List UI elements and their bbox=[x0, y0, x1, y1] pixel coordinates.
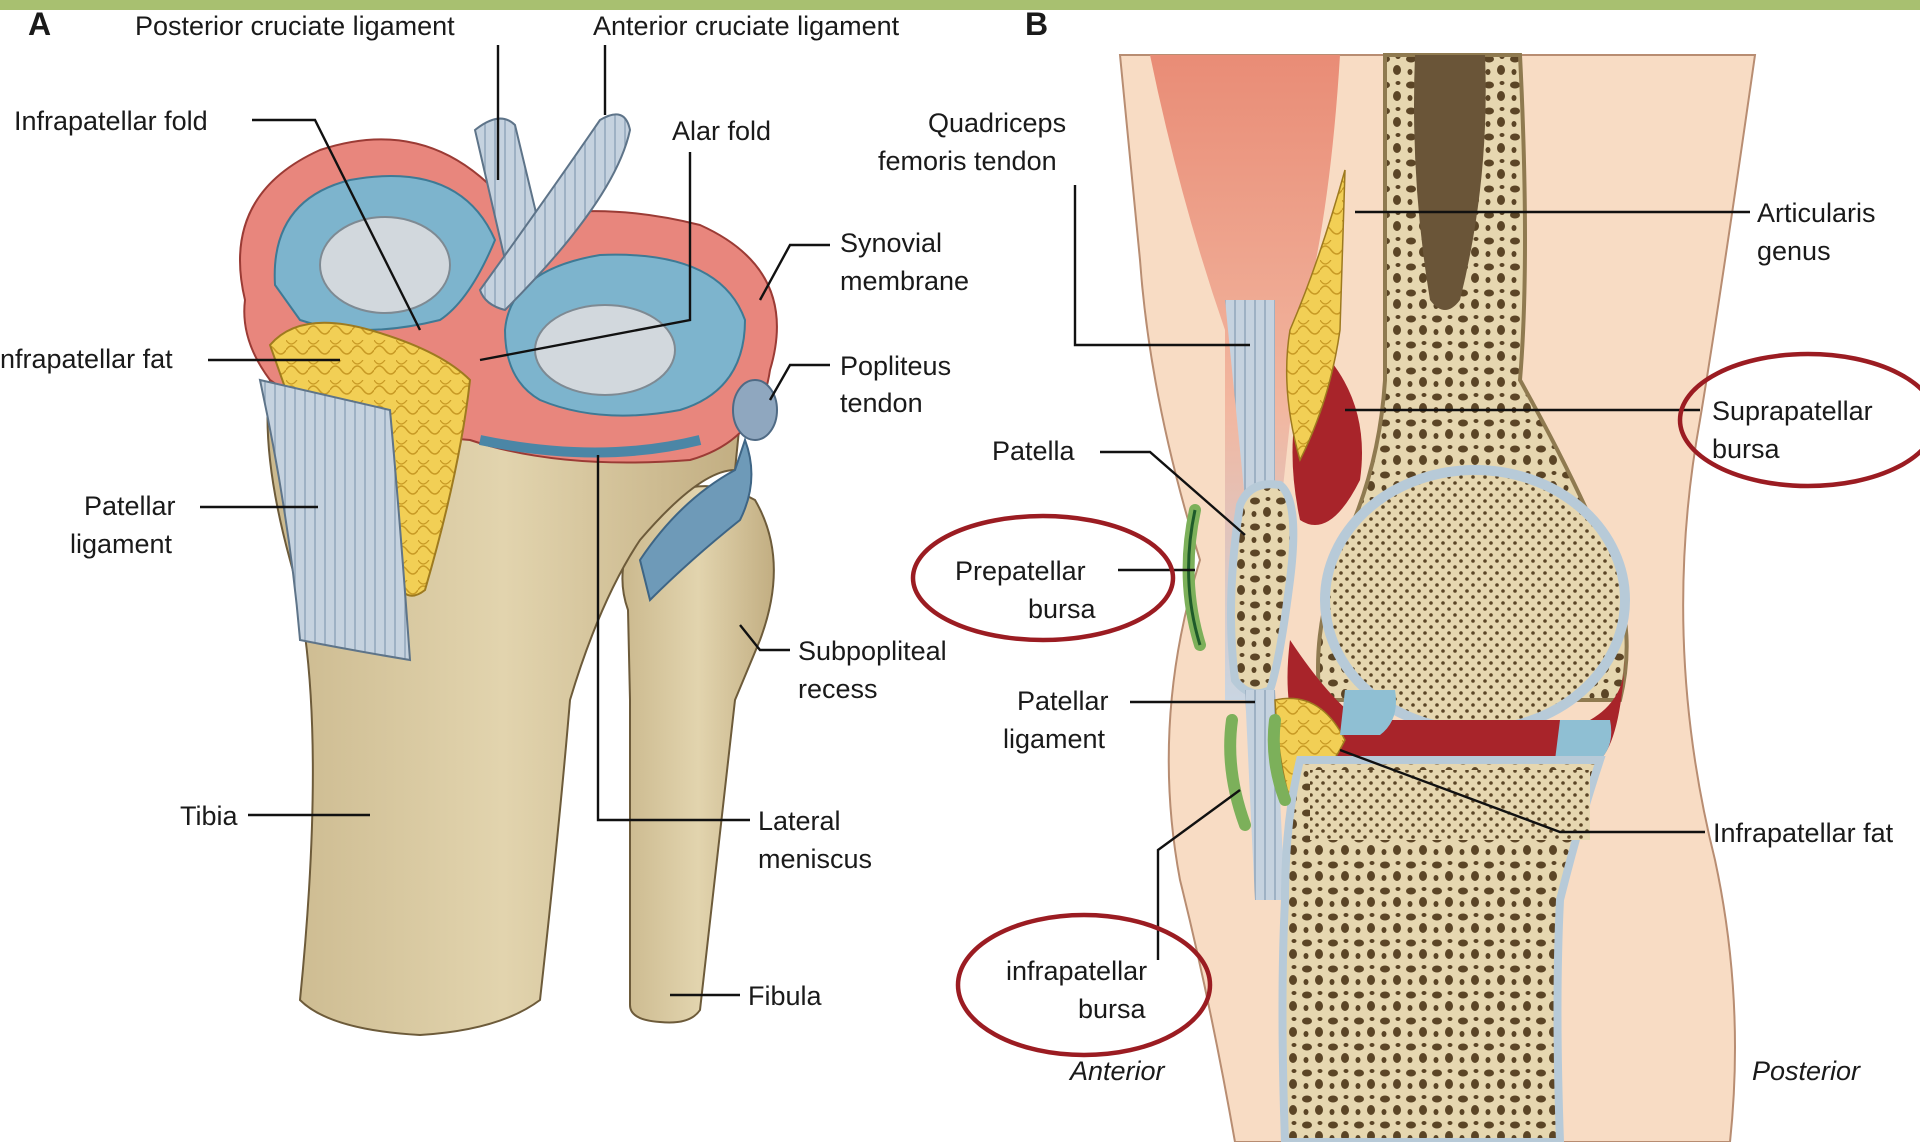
label-prepatellar-2: bursa bbox=[1028, 594, 1097, 624]
label-quadriceps-1: Quadriceps bbox=[928, 108, 1066, 138]
label-synovial-membrane-1: Synovial bbox=[840, 228, 942, 258]
panel-a-letter: A bbox=[28, 6, 51, 42]
panel-a-illustration bbox=[240, 114, 777, 1035]
panel-b-illustration bbox=[1120, 55, 1755, 1142]
label-patellar-ligament-b-1: Patellar bbox=[1017, 686, 1109, 716]
label-infrapatellar-fat-b: Infrapatellar fat bbox=[1713, 818, 1894, 848]
medial-articular-surface bbox=[320, 217, 450, 313]
label-infrapatellar-bursa-2: bursa bbox=[1078, 994, 1147, 1024]
label-patellar-ligament-b-2: ligament bbox=[1003, 724, 1106, 754]
label-popliteus-tendon-2: tendon bbox=[840, 388, 923, 418]
label-suprapatellar-1: Suprapatellar bbox=[1712, 396, 1873, 426]
label-infrapatellar-bursa-1: infrapatellar bbox=[1006, 956, 1147, 986]
label-anterior-cruciate-ligament: Anterior cruciate ligament bbox=[593, 11, 900, 41]
label-tibia: Tibia bbox=[180, 801, 239, 831]
label-patellar-ligament-a-1: Patellar bbox=[84, 491, 176, 521]
label-articularis-2: genus bbox=[1757, 236, 1831, 266]
label-posterior: Posterior bbox=[1752, 1056, 1861, 1086]
label-suprapatellar-2: bursa bbox=[1712, 434, 1781, 464]
label-subpopliteal-recess-2: recess bbox=[798, 674, 878, 704]
label-posterior-cruciate-ligament: Posterior cruciate ligament bbox=[135, 11, 455, 41]
label-quadriceps-2: femoris tendon bbox=[878, 146, 1057, 176]
panel-b-letter: B bbox=[1025, 6, 1048, 42]
label-lateral-meniscus-1: Lateral bbox=[758, 806, 841, 836]
label-subpopliteal-recess-1: Subpopliteal bbox=[798, 636, 947, 666]
label-infrapatellar-fold: Infrapatellar fold bbox=[14, 106, 208, 136]
label-popliteus-tendon-1: Popliteus bbox=[840, 351, 951, 381]
lateral-articular-surface bbox=[535, 305, 675, 395]
tibial-plateau-dense bbox=[1310, 770, 1590, 840]
label-anterior: Anterior bbox=[1068, 1056, 1166, 1086]
label-infrapatellar-fat-a: nfrapatellar fat bbox=[0, 344, 173, 374]
posterior-meniscus bbox=[1555, 720, 1611, 760]
label-patellar-ligament-a-2: ligament bbox=[70, 529, 173, 559]
label-fibula: Fibula bbox=[748, 981, 823, 1011]
label-alar-fold: Alar fold bbox=[672, 116, 771, 146]
label-patella: Patella bbox=[992, 436, 1076, 466]
popliteus-tendon-shape bbox=[733, 380, 777, 440]
leader-popliteus-tendon bbox=[770, 365, 830, 400]
label-synovial-membrane-2: membrane bbox=[840, 266, 969, 296]
label-lateral-meniscus-2: meniscus bbox=[758, 844, 872, 874]
label-articularis-1: Articularis bbox=[1757, 198, 1876, 228]
label-prepatellar-1: Prepatellar bbox=[955, 556, 1086, 586]
